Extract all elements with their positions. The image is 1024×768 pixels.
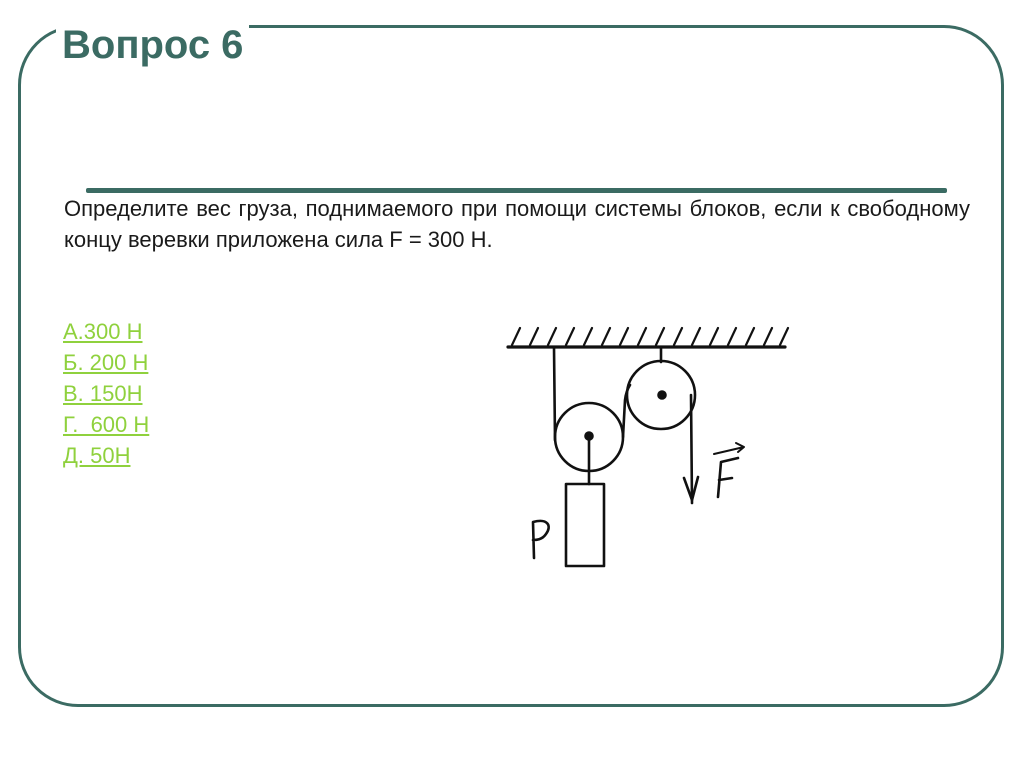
answer-list: А.300 Н Б. 200 Н В. 150Н Г. 600 Н Д. 50Н: [63, 316, 149, 471]
title-divider: [86, 188, 947, 193]
answer-item: А.300 Н: [63, 316, 149, 347]
pulley-system-diagram: P F: [506, 326, 790, 568]
slide-frame: [18, 25, 1004, 707]
force-vector-label: F: [713, 442, 745, 499]
rope-fixed-end: [552, 345, 557, 442]
rope-free-end: [682, 393, 700, 505]
load-block: [564, 482, 606, 568]
ceiling: [506, 326, 790, 349]
answer-option-d[interactable]: Г. 600 Н: [63, 412, 150, 437]
answer-option-c[interactable]: В. 150Н: [63, 381, 143, 406]
answer-item: Д. 50Н: [63, 440, 149, 471]
answer-item: В. 150Н: [63, 378, 149, 409]
load-label: P: [526, 519, 550, 561]
svg-text:P: P: [526, 559, 528, 561]
answer-option-a[interactable]: А.300 Н: [63, 319, 143, 344]
answer-option-b[interactable]: Б. 200 Н: [63, 350, 149, 375]
rope-connecting: [621, 383, 632, 439]
answer-item: Г. 600 Н: [63, 409, 149, 440]
answer-item: Б. 200 Н: [63, 347, 149, 378]
answer-option-e[interactable]: Д. 50Н: [63, 443, 131, 468]
question-text: Определите вес груза, поднимаемого при п…: [64, 196, 970, 252]
fixed-pulley: [625, 345, 697, 431]
movable-pulley: [553, 401, 625, 486]
slide-title: Вопрос 6: [56, 20, 250, 70]
